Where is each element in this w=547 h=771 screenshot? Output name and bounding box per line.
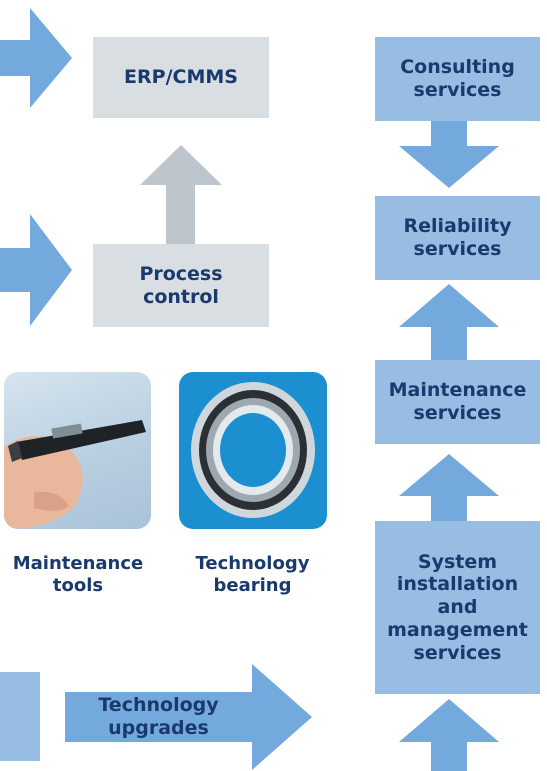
bearing-image bbox=[179, 372, 327, 529]
process-control-label: Process control bbox=[139, 262, 223, 308]
reliability-services-label: Reliability services bbox=[403, 215, 512, 260]
system-installation-box: System installation and management servi… bbox=[375, 521, 540, 694]
erp-cmms-box: ERP/CMMS bbox=[93, 37, 269, 118]
reliability-services-box: Reliability services bbox=[375, 196, 540, 280]
system-installation-label: System installation and management servi… bbox=[387, 550, 528, 664]
consulting-services-label: Consulting services bbox=[400, 56, 515, 101]
process-control-box: Process control bbox=[93, 244, 269, 327]
technology-upgrades-label-box: Technology upgrades bbox=[65, 692, 252, 742]
technology-bearing-label: Technology bearing bbox=[195, 553, 310, 596]
maintenance-tools-label: Maintenance tools bbox=[12, 553, 144, 596]
arrow-left-middle bbox=[0, 214, 72, 326]
maintenance-services-label: Maintenance services bbox=[388, 379, 527, 424]
maintenance-services-box: Maintenance services bbox=[375, 360, 540, 444]
consulting-services-box: Consulting services bbox=[375, 37, 540, 121]
arrow-up-grey bbox=[140, 145, 222, 244]
arrow-left-bottom bbox=[0, 672, 40, 761]
arrow-up-reliability bbox=[399, 284, 499, 360]
arrow-left-top bbox=[0, 8, 72, 108]
technology-upgrades-label: Technology upgrades bbox=[98, 694, 219, 739]
arrow-up-system bbox=[399, 699, 499, 771]
vibration-pen-image bbox=[4, 372, 151, 529]
arrow-up-maintenance bbox=[399, 454, 499, 521]
arrow-down-consulting bbox=[399, 121, 499, 188]
arrow-technology-upgrades bbox=[65, 664, 312, 770]
erp-cmms-label: ERP/CMMS bbox=[124, 66, 238, 89]
